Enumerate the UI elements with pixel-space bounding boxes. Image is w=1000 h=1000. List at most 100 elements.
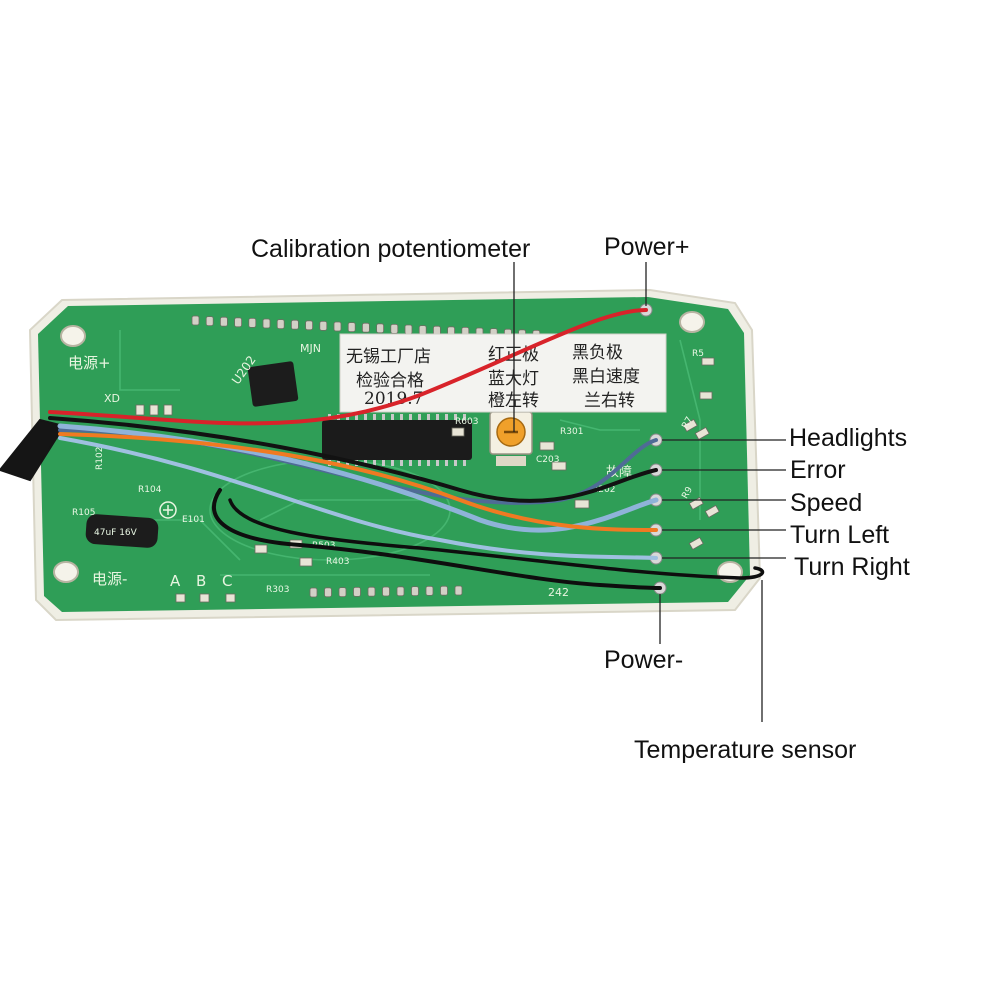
label-error: Error <box>790 456 846 484</box>
ic-leg <box>373 414 376 420</box>
header-pin <box>353 587 361 597</box>
label-headlights: Headlights <box>789 424 907 452</box>
header-pin <box>347 322 356 333</box>
silk-power-minus: 电源- <box>92 570 127 588</box>
ic-leg <box>445 460 448 466</box>
callout-labels: Calibration potentiometer Power+ Headlig… <box>251 233 910 764</box>
label-power-plus: Power+ <box>604 233 689 261</box>
header-pin <box>305 320 314 331</box>
silk-e101: E101 <box>182 515 205 525</box>
header-pin <box>338 587 347 597</box>
wire-lightblue-turn-right <box>58 436 658 560</box>
silk-power-plus: 电源+ <box>68 354 111 372</box>
ic-leg <box>346 460 349 466</box>
header-pin <box>319 320 328 331</box>
header-pin <box>440 585 448 596</box>
header-pin <box>411 586 419 596</box>
silk-r5: R5 <box>692 349 704 359</box>
calibration-potentiometer <box>489 411 533 466</box>
ic-leg <box>391 414 394 420</box>
sticker-row1-right: 黑负极 <box>572 343 623 363</box>
inspection-sticker: 无锡工厂店 红正极 黑负极 检验合格 蓝大灯 黑白速度 2019.7 橙左转 兰… <box>339 333 667 413</box>
main-ic-chip <box>322 414 472 466</box>
electrolytic-capacitor: 47uF 16V <box>85 501 177 548</box>
wire-red-power-plus <box>48 308 648 426</box>
ic-leg <box>409 414 412 420</box>
wire-orange-turn-left <box>58 432 658 532</box>
wire-black-error <box>48 416 658 503</box>
ic-leg <box>445 414 448 420</box>
silk-r104: R104 <box>138 485 162 495</box>
silk-r603: R603 <box>455 417 478 427</box>
smd-components <box>135 357 720 603</box>
ic-leg <box>463 460 466 466</box>
capacitor-label: 47uF 16V <box>94 528 138 538</box>
sticker-row1-left: 无锡工厂店 <box>346 347 431 367</box>
ic-leg <box>391 460 394 466</box>
ic-leg <box>427 460 430 466</box>
ic-leg <box>418 414 421 420</box>
header-pin <box>404 324 413 335</box>
header-pin <box>248 317 257 328</box>
sticker-row3-left: 2019.7 <box>364 389 423 409</box>
label-turn-right: Turn Right <box>794 553 910 581</box>
ic-leg <box>436 460 439 466</box>
ic-leg <box>409 460 412 466</box>
sticker-row2-left: 检验合格 <box>356 371 424 391</box>
ic-leg <box>364 414 367 420</box>
silk-r303: R303 <box>266 585 289 595</box>
ic-leg <box>400 414 403 420</box>
silk-c: C <box>222 572 232 590</box>
pcb-board: 47uF 16V <box>28 288 762 622</box>
wire-black-power-minus <box>212 488 662 590</box>
header-pin <box>454 585 463 596</box>
ic-leg <box>373 460 376 466</box>
label-power-minus: Power- <box>604 646 683 674</box>
header-pin <box>191 315 200 326</box>
silk-r403: R403 <box>326 557 349 567</box>
ic-leg <box>436 414 439 420</box>
ic-leg <box>382 414 385 420</box>
header-pin <box>418 325 427 336</box>
label-calibration-potentiometer: Calibration potentiometer <box>251 235 530 263</box>
ic-leg <box>427 414 430 420</box>
header-pin <box>290 319 299 330</box>
ic-leg <box>463 414 466 420</box>
ic-leg <box>418 460 421 466</box>
header-pin <box>219 316 228 327</box>
silk-242: 242 <box>548 586 569 599</box>
silk-r202: R202 <box>592 485 615 495</box>
label-speed: Speed <box>790 489 862 517</box>
wire-harness <box>0 308 765 590</box>
header-pin <box>276 319 285 330</box>
wire-black-temperature <box>228 498 765 580</box>
silk-r301: R301 <box>560 427 583 437</box>
header-pin <box>262 318 271 329</box>
label-turn-left: Turn Left <box>790 521 889 549</box>
header-pin <box>382 586 390 597</box>
header-pin <box>234 317 243 328</box>
sticker-row2-right: 黑白速度 <box>572 367 640 387</box>
header-pin <box>324 587 332 598</box>
silk-mjn: MJN <box>300 342 321 355</box>
silk-fault: 故障 <box>606 465 632 480</box>
header-pin <box>390 323 399 334</box>
silk-r102: R102 <box>95 447 105 470</box>
header-pin <box>367 586 376 597</box>
sticker-row3-right: 兰右转 <box>584 391 635 411</box>
silk-b: B <box>196 572 206 590</box>
silk-a: A <box>170 572 181 590</box>
header-pin <box>333 321 342 332</box>
leader-lines <box>513 262 786 722</box>
label-temperature-sensor: Temperature sensor <box>634 736 856 764</box>
ic-leg <box>454 414 457 420</box>
silk-r105: R105 <box>72 508 95 518</box>
header-pin <box>376 323 385 334</box>
header-pin <box>361 322 370 333</box>
silk-c203: C203 <box>536 455 559 465</box>
silk-xd: XD <box>104 392 120 405</box>
header-pin <box>396 586 405 597</box>
ic-leg <box>355 414 358 420</box>
ic-leg <box>454 460 457 466</box>
